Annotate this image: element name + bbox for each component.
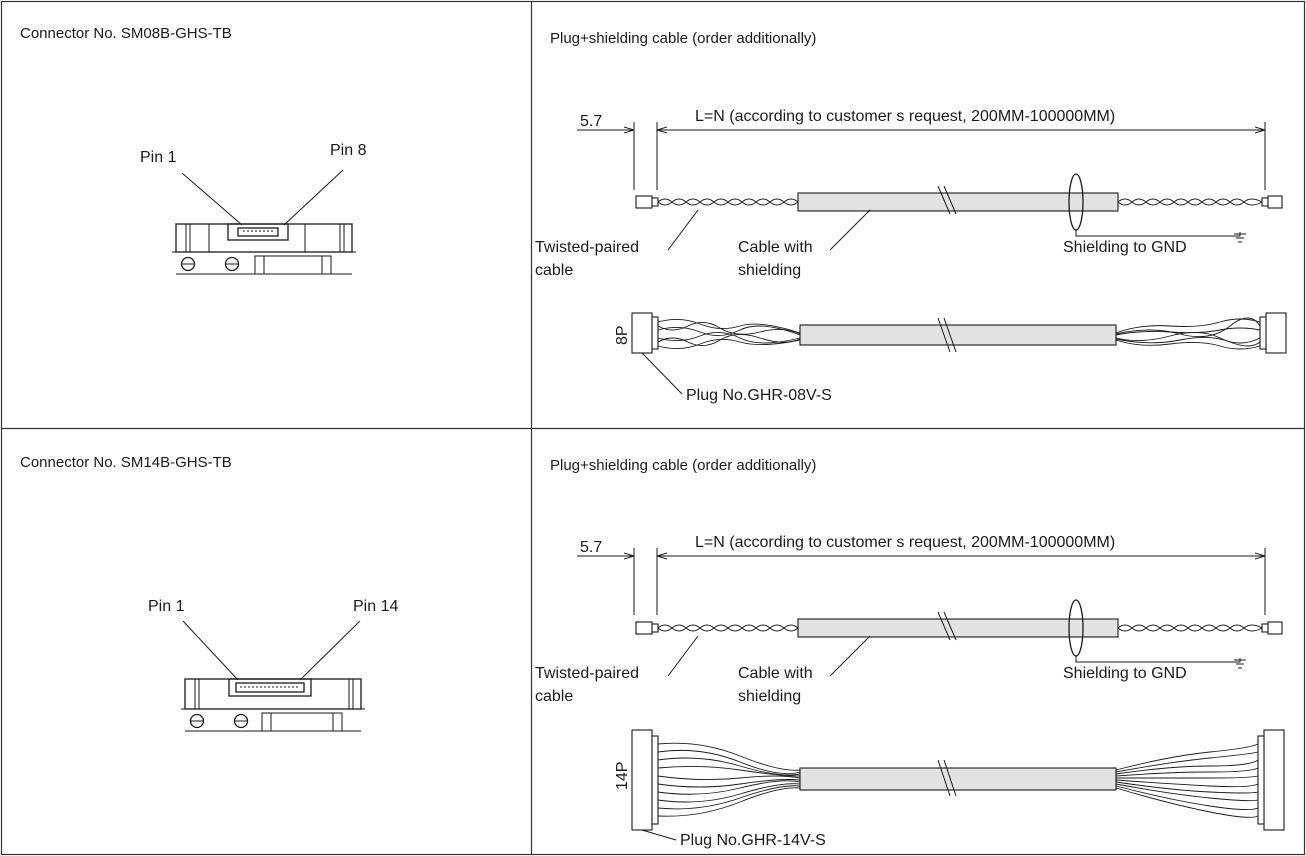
twisted-label-line2: cable <box>535 688 573 705</box>
connector-cell-2: Connector No. SM14B-GHS-TB Pin 1 Pin 14 <box>20 454 398 732</box>
pin-count-label: 8P <box>614 325 631 345</box>
pin-last-leader <box>299 620 361 681</box>
dim-short-label: 5.7 <box>580 113 602 130</box>
pin-count-label: 14P <box>614 762 631 790</box>
connector-body <box>172 223 356 275</box>
dim-length-label: L=N (according to customer s request, 20… <box>695 108 1115 125</box>
connector-title: Connector No. SM08B-GHS-TB <box>20 25 232 42</box>
cable-title: Plug+shielding cable (order additionally… <box>550 30 816 47</box>
connector-body <box>181 678 365 732</box>
pin-last-label: Pin 8 <box>330 142 367 159</box>
shielding-label: Cable with <box>738 239 813 256</box>
plug-label: Plug No.GHR-14V-S <box>680 832 826 849</box>
dimension-annotation: 5.7 L=N (according to customer s request… <box>577 108 1266 190</box>
pin-first-leader <box>181 172 243 226</box>
connector-title: Connector No. SM14B-GHS-TB <box>20 454 232 471</box>
cable-cell-2: Plug+shielding cable (order additionally… <box>535 457 1285 849</box>
pin-first-leader <box>182 620 239 681</box>
shielded-cable-side: Twisted-paired cable Cable with shieldin… <box>535 599 1283 705</box>
dim-length-label: L=N (according to customer s request, 20… <box>695 534 1115 551</box>
pin-first-label: Pin 1 <box>148 598 185 615</box>
twisted-label-line2: cable <box>535 262 573 279</box>
dim-short-label: 5.7 <box>580 539 602 556</box>
pin-last-leader <box>283 169 344 226</box>
plug-label: Plug No.GHR-08V-S <box>686 387 832 404</box>
gnd-label: Shielding to GND <box>1063 239 1187 256</box>
cable-title: Plug+shielding cable (order additionally… <box>550 457 816 474</box>
twisted-label: Twisted-paired <box>535 665 639 682</box>
pin-last-label: Pin 14 <box>353 598 398 615</box>
shielded-cable-side: Twisted-paired cable Cable with shieldin… <box>535 173 1283 279</box>
multi-pin-cable: 8P Plug No.GHR-08V-S <box>614 312 1287 404</box>
shielding-label-line2: shielding <box>738 262 801 279</box>
shielding-label-line2: shielding <box>738 688 801 705</box>
twisted-label: Twisted-paired <box>535 239 639 256</box>
connector-cell-1: Connector No. SM08B-GHS-TB Pin 1 Pin 8 <box>20 25 367 275</box>
pin-first-label: Pin 1 <box>140 149 177 166</box>
multi-pin-cable: 14P Plug No.GHR-14V-S <box>614 729 1285 849</box>
gnd-label: Shielding to GND <box>1063 665 1187 682</box>
shielding-label: Cable with <box>738 665 813 682</box>
dimension-annotation: 5.7 L=N (according to customer s request… <box>577 534 1266 615</box>
cable-cell-1: Plug+shielding cable (order additionally… <box>535 30 1287 404</box>
